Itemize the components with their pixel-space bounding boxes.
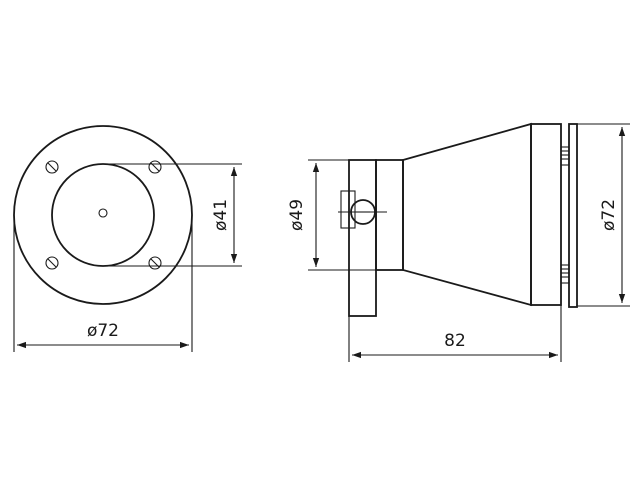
front-view: ø41 ø72 <box>13 125 242 352</box>
screw-bottom-right-icon <box>148 256 162 270</box>
flange-diameter-label: ø72 <box>599 199 619 231</box>
inner-diameter-label: ø41 <box>211 199 231 231</box>
lens-circle <box>51 163 155 267</box>
housing-collar <box>375 159 404 271</box>
pivot-knob-icon <box>338 190 387 229</box>
screw-top-right-icon <box>148 160 162 174</box>
dimension-flange-diameter: ø72 <box>577 123 630 307</box>
dimension-length: 82 <box>348 305 562 362</box>
screw-top-left-icon <box>45 160 59 174</box>
conical-body <box>402 122 532 307</box>
flange-screw-top-icon <box>560 146 570 166</box>
outer-housing-circle <box>13 125 193 305</box>
dimension-mount-diameter: ø49 <box>287 159 376 271</box>
front-flange <box>568 123 578 308</box>
dimension-inner-diameter: ø41 <box>103 163 242 267</box>
flange-screw-bottom-icon <box>560 264 570 284</box>
mount-diameter-label: ø49 <box>287 199 307 231</box>
center-dot <box>98 208 108 218</box>
outer-diameter-label: ø72 <box>87 321 119 341</box>
dimension-outer-diameter: ø72 <box>13 215 193 352</box>
front-cylinder <box>530 123 562 306</box>
screw-bottom-left-icon <box>45 256 59 270</box>
side-view: ø49 ø72 82 <box>287 122 630 362</box>
mounting-bracket <box>348 159 377 317</box>
length-label: 82 <box>444 331 466 351</box>
